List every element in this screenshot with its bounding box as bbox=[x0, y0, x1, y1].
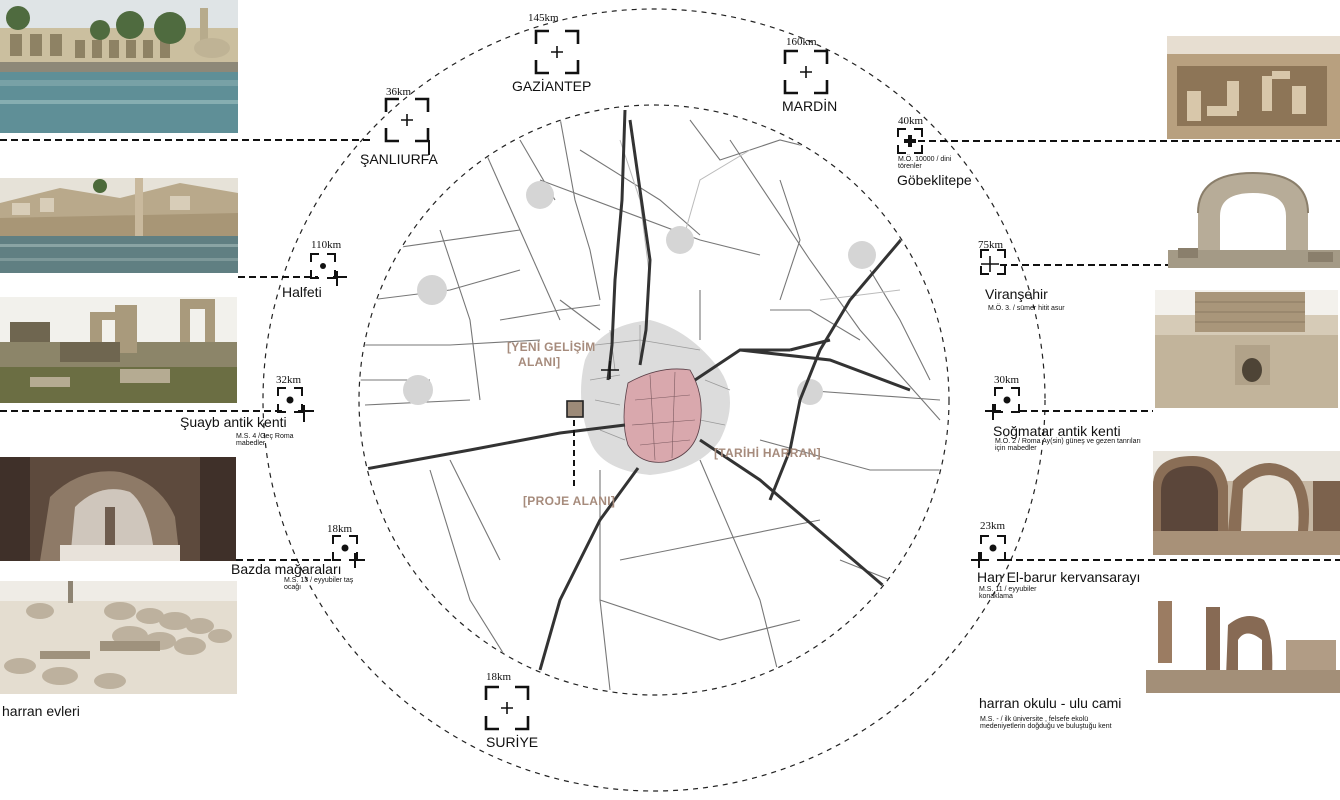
photo-harran-houses bbox=[0, 581, 237, 694]
new-development-crosshair-icon bbox=[601, 361, 619, 379]
village-clusters bbox=[403, 181, 876, 405]
photo-suayb bbox=[0, 297, 237, 403]
harran-okulu-label: harran okulu - ulu cami bbox=[979, 695, 1122, 711]
left-connector-lines bbox=[0, 139, 372, 561]
sanliurfa-distance: 36km bbox=[386, 86, 412, 98]
photo-harran-okulu bbox=[1146, 595, 1340, 693]
gaziantep-distance: 145km bbox=[528, 12, 559, 24]
photo-sogmatar bbox=[1155, 290, 1338, 408]
photo-viransehir bbox=[1168, 168, 1340, 268]
inner-map-circle bbox=[358, 104, 950, 696]
suriye-distance: 18km bbox=[486, 671, 512, 683]
viransehir-note: M.Ö. 3. / sümer hitit asur bbox=[988, 305, 1065, 312]
gobeklitepe-note: M.Ö. 10000 / dini törenler bbox=[898, 156, 952, 170]
halfeti-distance: 110km bbox=[311, 239, 342, 251]
historic-harran-label: [TARİHİ HARRAN] bbox=[714, 446, 821, 460]
mardin-label: MARDİN bbox=[782, 98, 838, 114]
han-el-barur-label: Han El-barur kervansarayı bbox=[977, 569, 1141, 585]
right-connector-lines bbox=[918, 140, 1340, 561]
harran-map bbox=[360, 109, 948, 691]
sogmatar-label: Soğmatar antik kenti bbox=[993, 423, 1121, 439]
sogmatar-note: M.Ö. 2 / Roma Ay(sin) güneş ve gezen tan… bbox=[995, 438, 1141, 452]
mardin-distance: 160km bbox=[786, 36, 817, 48]
photo-han-el-barur bbox=[1153, 451, 1340, 555]
outer-region-circle bbox=[262, 8, 1046, 792]
photo-halfeti bbox=[0, 178, 238, 273]
suayb-note: M.S. 4 /Geç Roma mabedler bbox=[236, 433, 294, 447]
photo-sanliurfa-pool bbox=[0, 0, 238, 133]
harran-evleri-label: harran evleri bbox=[2, 703, 80, 719]
sogmatar-distance: 30km bbox=[994, 374, 1020, 386]
bazda-label: Bazda mağaraları bbox=[231, 561, 342, 577]
suayb-distance: 32km bbox=[276, 374, 302, 386]
gobeklitepe-label: Göbeklitepe bbox=[897, 172, 972, 188]
photo-bazda-caves bbox=[0, 457, 236, 561]
bazda-distance: 18km bbox=[327, 523, 353, 535]
gaziantep-label: GAZİANTEP bbox=[512, 78, 592, 94]
han-el-barur-note: M.S. 11 / eyyubiler konaklama bbox=[979, 586, 1037, 600]
major-roads bbox=[360, 109, 911, 671]
project-area-label: [PROJE ALANI] bbox=[523, 494, 616, 508]
new-development-label-line1: [YENİ GELİŞİM bbox=[507, 340, 596, 354]
viransehir-distance: 75km bbox=[978, 239, 1004, 251]
historic-harran-area bbox=[623, 368, 702, 463]
sanliurfa-label: ŞANLIURFA bbox=[360, 151, 438, 167]
bazda-note: M.S. 13 / eyyubiler taş ocağı bbox=[284, 577, 354, 591]
han-el-barur-distance: 23km bbox=[980, 520, 1006, 532]
suayb-label: Şuayb antik kenti bbox=[180, 414, 287, 430]
photo-gobeklitepe bbox=[1167, 36, 1340, 139]
halfeti-label: Halfeti bbox=[282, 284, 322, 300]
harran-okulu-note: M.S. - / ilk üniversite , felsefe ekolü … bbox=[980, 716, 1112, 730]
new-development-label-line2: ALANI] bbox=[518, 355, 561, 369]
gobeklitepe-distance: 40km bbox=[898, 115, 924, 127]
suriye-label: SURİYE bbox=[486, 734, 539, 750]
viransehir-label: Viranşehir bbox=[985, 286, 1048, 302]
project-area-marker bbox=[566, 400, 584, 418]
